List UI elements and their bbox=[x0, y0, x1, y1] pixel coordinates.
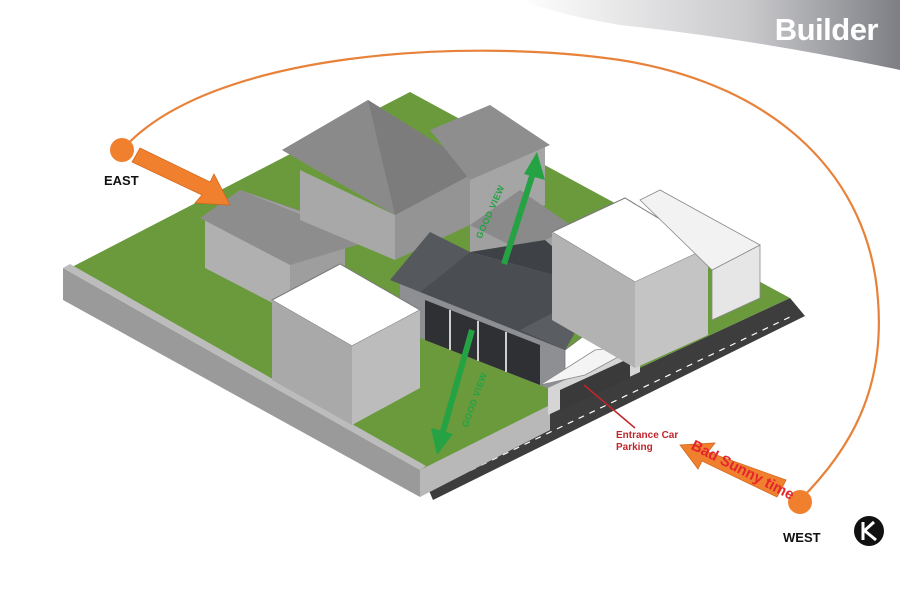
road bbox=[420, 298, 805, 500]
back-left-house-front bbox=[205, 218, 290, 312]
east-label: EAST bbox=[104, 173, 139, 188]
front-box-side bbox=[352, 310, 420, 425]
mid-gable-roof bbox=[470, 190, 575, 250]
east-arrow bbox=[131, 147, 231, 206]
brand-logo: Builder bbox=[774, 12, 879, 47]
entrance-pointer bbox=[583, 384, 636, 429]
entrance-car-parking-label: Entrance Car Parking bbox=[616, 430, 679, 453]
road-marking bbox=[437, 315, 793, 487]
front-box-front bbox=[272, 300, 352, 425]
right-box-front bbox=[552, 232, 635, 368]
front-boundary-wall bbox=[420, 405, 550, 497]
sun-icon bbox=[788, 490, 812, 514]
good-view-arrow-bottom bbox=[431, 329, 475, 455]
brand-banner bbox=[520, 0, 900, 70]
sun-path-arc bbox=[121, 49, 880, 501]
west-label: WEST bbox=[783, 530, 821, 545]
left-boundary-wall-top bbox=[63, 264, 426, 470]
far-right-house-roof bbox=[639, 189, 761, 271]
rear-gable-house-roof bbox=[430, 105, 550, 180]
project-house-glazing bbox=[425, 300, 540, 385]
hip-roof-right bbox=[368, 100, 480, 215]
back-left-house-roof bbox=[200, 190, 380, 265]
hip-house-wall-side bbox=[395, 175, 470, 260]
good-view-arrow-top bbox=[501, 152, 545, 265]
west-arrow bbox=[679, 442, 787, 498]
right-box-side bbox=[635, 248, 708, 368]
logo-mark-icon bbox=[854, 516, 884, 546]
garage-door bbox=[560, 358, 630, 410]
sun-icon bbox=[110, 138, 134, 162]
left-boundary-wall bbox=[63, 268, 420, 497]
project-roof-left bbox=[390, 232, 470, 292]
hip-house-wall bbox=[300, 170, 395, 260]
